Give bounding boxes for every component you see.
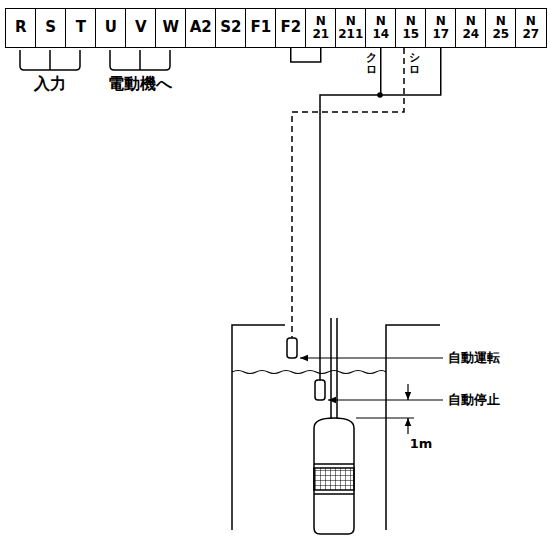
terminal-cell: F1 <box>245 8 277 48</box>
terminal-label: S <box>45 20 56 36</box>
motor-label: 電動機へ <box>108 74 172 93</box>
terminal-cell: S <box>35 8 67 48</box>
level-label: 自動停止 <box>448 392 500 408</box>
input-bracket <box>20 50 80 70</box>
motor-bracket <box>110 50 170 70</box>
pump-screen <box>314 468 354 490</box>
upper-electrode <box>287 338 297 358</box>
terminal-cell: N 15 <box>395 8 427 48</box>
terminal-label: A2 <box>190 20 212 36</box>
terminal-label: T <box>76 20 86 36</box>
lower-electrode-wire <box>320 95 380 380</box>
water-surface <box>232 371 386 374</box>
terminal-cell: U <box>95 8 127 48</box>
terminal-cell: N 21 <box>305 8 337 48</box>
discharge-pipe <box>331 318 337 418</box>
dimension-arrow <box>407 384 408 400</box>
terminal-cell: S2 <box>215 8 247 48</box>
terminal-cell: R <box>5 8 37 48</box>
wire-color-label: クロ <box>366 52 377 76</box>
tank-right-wall <box>386 325 440 530</box>
terminal-cell: V <box>125 8 157 48</box>
terminal-label: N 211 <box>338 15 363 40</box>
terminal-label: N 14 <box>372 15 389 40</box>
terminal-label: U <box>105 20 117 36</box>
terminal-label: V <box>135 20 147 36</box>
terminal-label: S2 <box>220 20 241 36</box>
terminal-cell: N 24 <box>455 8 487 48</box>
terminal-label: F1 <box>250 20 271 36</box>
lower-electrode <box>315 380 325 400</box>
terminal-cell: N 211 <box>335 8 367 48</box>
jumper-wire <box>381 48 441 95</box>
terminal-label: N 17 <box>432 15 449 40</box>
terminal-cell: N 25 <box>485 8 517 48</box>
jumper-wire <box>291 48 321 62</box>
level-label: 自動運転 <box>448 350 500 366</box>
terminal-label: F2 <box>280 20 301 36</box>
upper-electrode-wire <box>292 48 404 338</box>
stop-level-leader <box>328 399 443 400</box>
terminal-cell: N 17 <box>425 8 457 48</box>
dimension-label: 1m <box>410 436 433 452</box>
pump-body <box>314 418 354 534</box>
terminal-label: N 27 <box>522 15 539 40</box>
terminal-cell: N 14 <box>365 8 397 48</box>
dimension-arrow <box>407 418 408 434</box>
terminal-label: N 25 <box>492 15 509 40</box>
terminal-cell: T <box>65 8 97 48</box>
terminal-label: N 15 <box>402 15 419 40</box>
terminal-label: N 21 <box>312 15 329 40</box>
terminal-cell: A2 <box>185 8 217 48</box>
terminal-cell: N 27 <box>515 8 547 48</box>
tank-left-wall <box>232 325 285 530</box>
pump-band <box>314 464 354 494</box>
terminal-label: N 24 <box>462 15 479 40</box>
terminal-label: W <box>162 20 179 36</box>
dimension-extension <box>356 417 414 418</box>
wire-color-label: シロ <box>409 52 420 76</box>
terminal-label: R <box>15 20 27 36</box>
input-label: 入力 <box>34 74 66 93</box>
terminal-cell: W <box>155 8 187 48</box>
start-level-leader <box>300 357 443 358</box>
terminal-cell: F2 <box>275 8 307 48</box>
